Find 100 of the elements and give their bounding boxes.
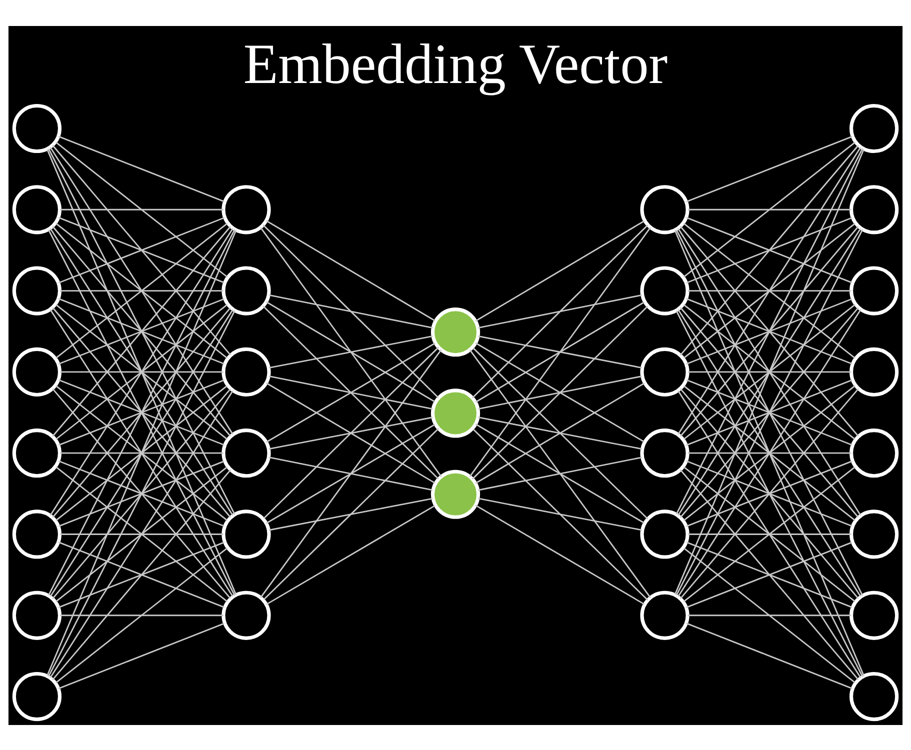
connector	[52, 306, 232, 518]
connector	[686, 378, 852, 446]
connector	[686, 135, 852, 202]
node-circle	[12, 103, 62, 153]
connector	[48, 310, 236, 676]
connector	[60, 290, 224, 291]
connector	[56, 466, 228, 602]
connector	[683, 384, 856, 520]
connector	[56, 546, 228, 683]
connector	[683, 547, 856, 683]
connector	[676, 310, 864, 677]
node-circle	[430, 307, 480, 356]
connector	[48, 228, 236, 596]
node-circle	[850, 103, 899, 153]
node-circle	[850, 671, 899, 721]
node-circle	[850, 266, 899, 315]
connector	[478, 497, 642, 530]
connector	[266, 423, 436, 524]
connector	[266, 342, 436, 442]
connector	[469, 348, 652, 598]
node-circle	[12, 671, 62, 721]
connector	[260, 348, 442, 598]
connector	[50, 228, 234, 516]
node-circle	[222, 428, 271, 478]
connector	[46, 148, 237, 594]
connector	[262, 305, 439, 479]
connector	[683, 222, 856, 358]
node-circle	[430, 388, 480, 438]
connector	[678, 390, 862, 678]
connector	[58, 378, 224, 446]
connector	[678, 308, 862, 596]
node-circle	[12, 266, 62, 315]
connector	[680, 468, 859, 680]
connector	[263, 427, 440, 600]
node-circle	[850, 509, 899, 558]
node-circle	[640, 266, 690, 315]
connector	[50, 390, 234, 678]
node-circle	[850, 346, 899, 396]
connector	[48, 148, 236, 514]
connector	[50, 146, 234, 434]
node-circle	[12, 184, 62, 234]
connector	[266, 300, 436, 402]
connector	[688, 290, 852, 291]
connector	[469, 226, 652, 476]
connector	[478, 294, 642, 328]
connector	[268, 497, 433, 530]
connector	[52, 468, 232, 680]
connector	[686, 298, 852, 364]
node-circle	[222, 509, 271, 558]
connector	[262, 224, 439, 398]
connector	[268, 456, 433, 490]
connector	[260, 226, 442, 476]
node-circle	[640, 428, 690, 478]
connector	[688, 208, 852, 210]
node-circle	[222, 590, 271, 640]
connector	[478, 375, 642, 410]
connector	[60, 533, 224, 534]
node-circle	[640, 184, 690, 234]
connector	[475, 382, 645, 484]
connector	[266, 220, 436, 321]
connector	[56, 222, 228, 358]
connector	[46, 230, 237, 676]
connector	[475, 301, 645, 402]
connector	[472, 224, 648, 398]
connector	[475, 220, 645, 322]
node-circle	[640, 346, 690, 396]
node-circle	[850, 428, 899, 478]
connector	[266, 382, 436, 484]
connector	[56, 304, 228, 440]
connector	[52, 144, 232, 356]
node-circle	[222, 346, 271, 396]
connector	[688, 452, 852, 454]
connector	[674, 230, 864, 676]
node-circle	[640, 590, 690, 640]
connector	[472, 346, 648, 519]
connector	[683, 466, 856, 602]
connector	[472, 428, 648, 600]
connector	[268, 335, 433, 368]
connector	[263, 346, 440, 518]
connector	[478, 416, 642, 450]
connector	[472, 305, 648, 480]
connector	[268, 416, 433, 450]
node-circle	[850, 184, 899, 234]
node-circle	[640, 509, 690, 558]
node-circle	[12, 590, 62, 640]
connector	[268, 294, 433, 328]
node-circle	[430, 469, 480, 518]
connector	[686, 622, 852, 689]
connector	[266, 504, 436, 605]
node-circle	[222, 184, 271, 234]
connector	[475, 423, 645, 524]
connector	[688, 533, 852, 534]
connector	[674, 148, 864, 594]
connector	[478, 335, 642, 368]
node-circle	[12, 428, 62, 478]
connector	[58, 622, 224, 689]
connector	[60, 370, 224, 372]
connector	[60, 452, 224, 454]
connector	[680, 306, 859, 518]
connector	[60, 208, 224, 210]
